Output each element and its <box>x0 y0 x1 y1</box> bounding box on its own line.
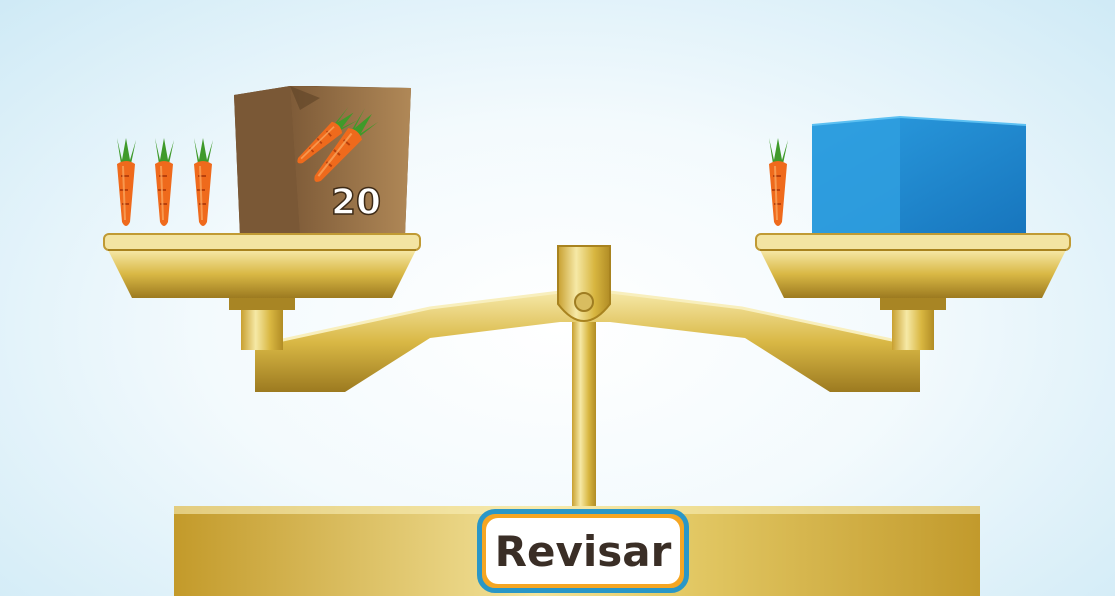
carrot-icon <box>154 137 175 227</box>
scale-beam <box>255 292 920 392</box>
unknown-cube[interactable] <box>811 115 1027 236</box>
carrot-icon <box>193 137 214 227</box>
scale-column <box>572 300 596 512</box>
bag-count-label: 20 <box>331 182 381 223</box>
check-button[interactable]: Revisar <box>486 518 680 584</box>
carrot-icon <box>116 137 137 227</box>
right-pan-items <box>768 115 1027 236</box>
pivot <box>557 245 611 322</box>
right-pan <box>755 233 1071 298</box>
carrot-bag[interactable]: 20 <box>234 86 411 236</box>
check-button-frame: Revisar <box>477 509 689 593</box>
left-pan <box>103 233 421 298</box>
left-pan-items: 20 <box>116 86 411 236</box>
carrot-icon <box>768 137 789 227</box>
